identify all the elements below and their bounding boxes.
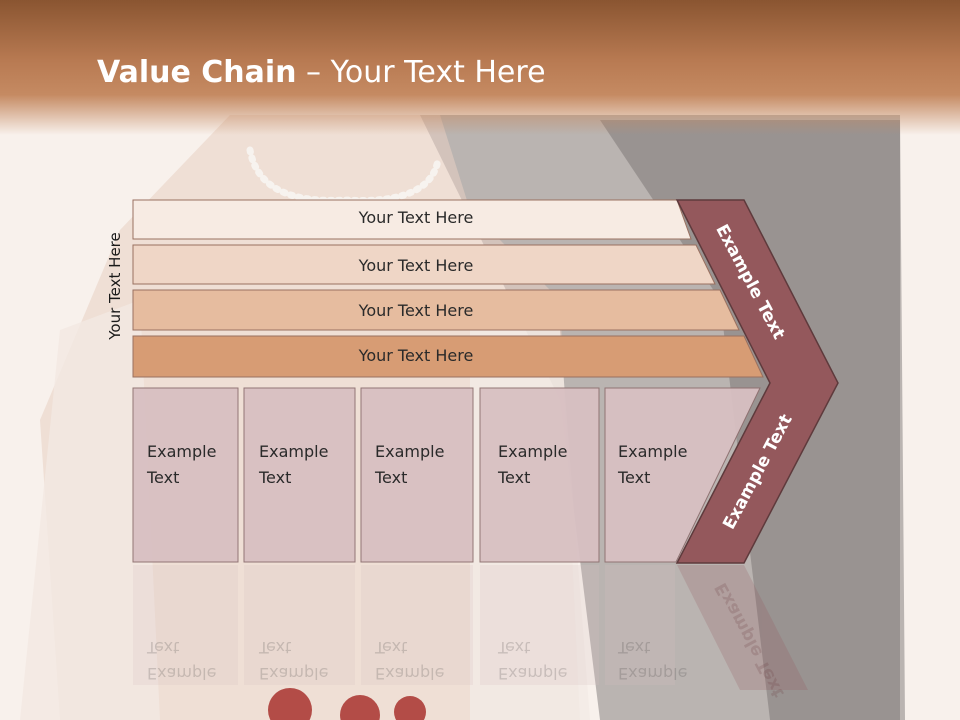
box-3-reflection-line1: Example bbox=[375, 664, 445, 683]
box-4-line1: Example bbox=[498, 442, 568, 461]
box-3-reflection: Example Text bbox=[375, 634, 444, 686]
box-3-line2: Text bbox=[375, 468, 408, 487]
bar-1-label: Your Text Here bbox=[358, 208, 474, 227]
reflection bbox=[133, 565, 808, 690]
box-1-line1: Example bbox=[147, 442, 217, 461]
bar-4-label: Your Text Here bbox=[358, 346, 474, 365]
box-2-reflection: Example Text bbox=[259, 634, 328, 686]
title-bold: Value Chain bbox=[97, 55, 297, 90]
bar-1 bbox=[132, 199, 692, 240]
box-2-line2: Text bbox=[259, 468, 292, 487]
box-4-reflection-line1: Example bbox=[498, 664, 568, 683]
box-3-line1: Example bbox=[375, 442, 445, 461]
title-rest: – Your Text Here bbox=[296, 55, 546, 90]
box-5-reflection-line1: Example bbox=[618, 664, 688, 683]
box-1-reflection-line1: Example bbox=[147, 664, 217, 683]
box-4 bbox=[479, 387, 600, 563]
box-2 bbox=[243, 387, 356, 563]
box-5-reflection-line2: Text bbox=[618, 638, 651, 657]
box-5 bbox=[604, 387, 761, 563]
bar-3-label: Your Text Here bbox=[358, 301, 474, 320]
box-5-line1: Example bbox=[618, 442, 688, 461]
box-3 bbox=[360, 387, 474, 563]
box-1 bbox=[132, 387, 239, 563]
box-2-reflection-line2: Text bbox=[259, 638, 292, 657]
box-5-line2: Text bbox=[618, 468, 651, 487]
slide-title: Value Chain – Your Text Here bbox=[97, 55, 546, 90]
box-4-line2: Text bbox=[498, 468, 531, 487]
box-4-reflection-line2: Text bbox=[498, 638, 531, 657]
header-band bbox=[0, 0, 960, 135]
bar-3 bbox=[132, 289, 740, 331]
box-1-reflection: Example Text bbox=[147, 634, 216, 686]
bar-2-label: Your Text Here bbox=[358, 256, 474, 275]
box-3-reflection-line2: Text bbox=[375, 638, 408, 657]
box-1-line2: Text bbox=[147, 468, 180, 487]
chevron-arrow bbox=[675, 199, 839, 564]
box-1-reflection-line2: Text bbox=[147, 638, 180, 657]
bar-4 bbox=[132, 335, 764, 378]
bar-2 bbox=[132, 244, 716, 285]
box-4-reflection: Example Text bbox=[498, 634, 567, 686]
box-2-reflection-line1: Example bbox=[259, 664, 329, 683]
box-2-line1: Example bbox=[259, 442, 329, 461]
box-5-reflection: Example Text bbox=[618, 634, 687, 686]
